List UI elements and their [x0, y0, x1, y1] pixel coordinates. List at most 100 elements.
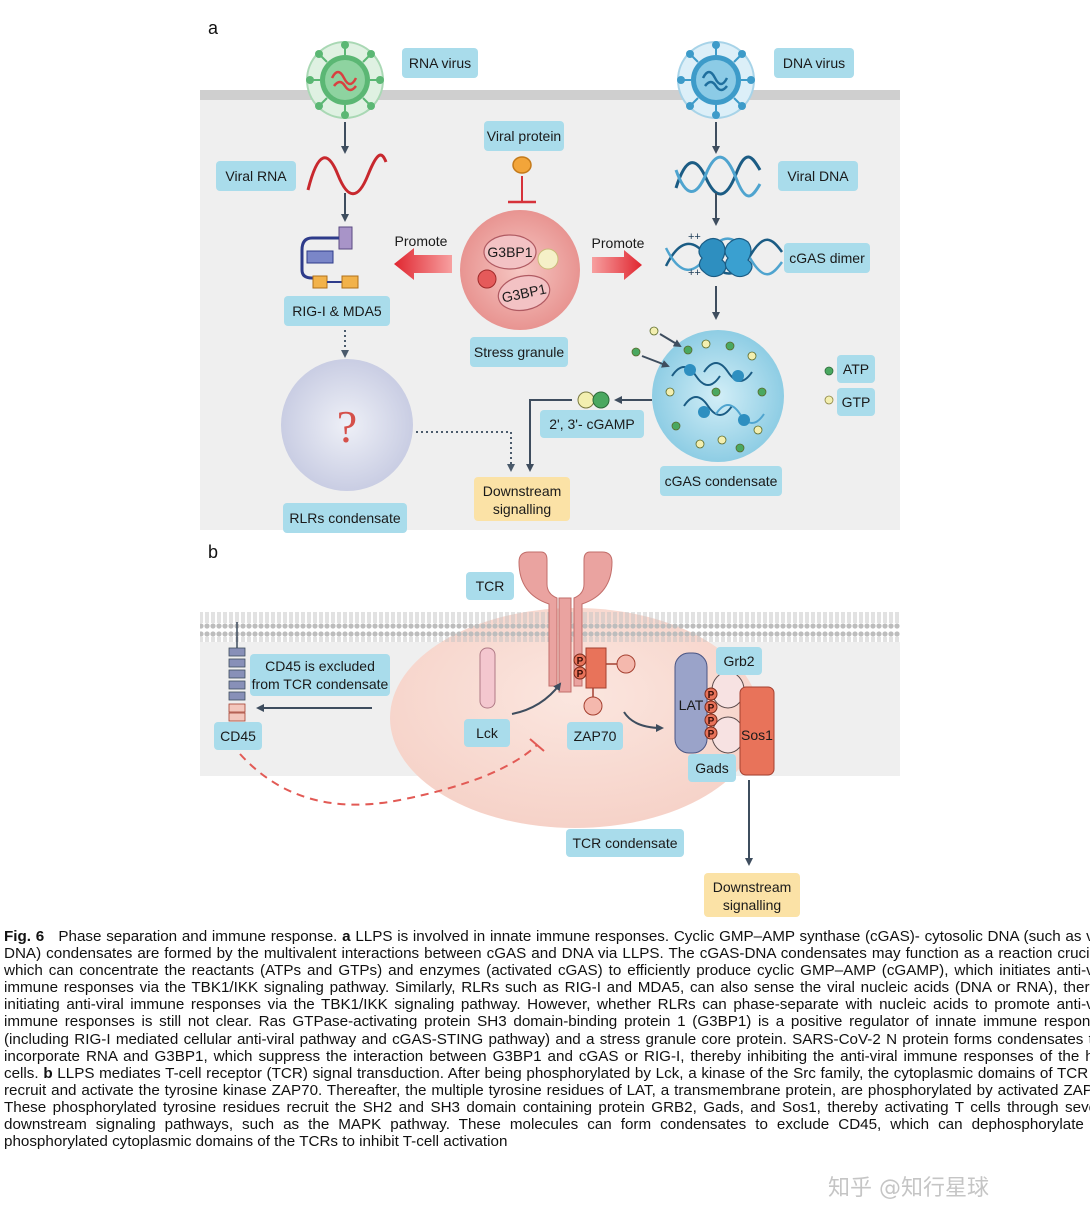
- rig-mda5-box: [284, 296, 390, 326]
- panel-a-letter: a: [208, 18, 219, 38]
- cd45-icon: [228, 622, 246, 722]
- grb2-label: Grb2: [723, 653, 754, 669]
- dna-virus-box: [774, 48, 854, 78]
- cd45-inhibit-bar: [529, 738, 545, 752]
- incoming-dots: [631, 326, 659, 357]
- caption-a-text: LLPS is involved in innate immune respon…: [4, 928, 1090, 1082]
- cgamp-label: 2', 3'- cGAMP: [549, 416, 634, 432]
- sos1-label: Sos1: [741, 727, 773, 743]
- sos1-icon: [739, 686, 775, 776]
- cgas-condensate-icon: [652, 330, 784, 462]
- grb2-box: [716, 647, 762, 675]
- viral-rna-icon: [306, 153, 388, 196]
- zap70-label: ZAP70: [574, 728, 617, 744]
- rna-virus-label: RNA virus: [409, 55, 471, 71]
- p-lat-3: P: [708, 716, 715, 727]
- cgas-condensate-contents: [671, 362, 765, 426]
- promote-arrow-left: [394, 248, 452, 280]
- cgas-dimer-label: cGAS dimer: [789, 250, 865, 266]
- cd45-excluded-box: [250, 654, 390, 696]
- tcr-condensate-label: TCR condensate: [572, 835, 677, 851]
- viral-dna-icon: [674, 155, 762, 198]
- p-lat-2: P: [708, 703, 715, 714]
- promote-arrow-right: [592, 250, 642, 280]
- viral-dna-box: [778, 161, 858, 191]
- cgamp-dot-1: [577, 391, 595, 409]
- p-lat-4: P: [708, 729, 715, 740]
- arrow-rlrs-to-downstream: [416, 431, 515, 472]
- arrow-lck-to-zap70: [511, 682, 562, 715]
- promote-right-label: Promote: [592, 235, 645, 251]
- tcr-icon: [518, 551, 613, 693]
- atp-label: ATP: [843, 361, 869, 377]
- atp-box: [837, 355, 875, 383]
- viral-protein-icon: [512, 156, 532, 174]
- lck-label: Lck: [476, 725, 499, 741]
- viral-protein-box: [484, 121, 564, 151]
- panel-b-letter: b: [208, 542, 218, 562]
- downstream-a-line1: Downstream: [483, 483, 562, 499]
- tcr-box: [466, 572, 514, 600]
- gads-label: Gads: [695, 760, 728, 776]
- rlrs-condensate-box: [283, 503, 407, 533]
- caption-b-text: LLPS mediates T-cell receptor (TCR) sign…: [4, 1064, 1090, 1151]
- plus-bottom: ++: [688, 267, 701, 279]
- cgas-dimer-box: [784, 243, 870, 273]
- lck-box: [464, 719, 510, 747]
- tcr-label: TCR: [476, 578, 505, 594]
- lat-label: LAT: [679, 697, 704, 713]
- cgamp-dot-2: [592, 391, 610, 409]
- gads-box: [688, 754, 736, 782]
- downstream-b-line1: Downstream: [713, 879, 792, 895]
- p-tcr-1: P: [577, 656, 584, 667]
- watermark: 知乎 @知行星球: [828, 1176, 989, 1201]
- g3bp1-top-label: G3BP1: [487, 244, 532, 260]
- promote-left-label: Promote: [395, 233, 448, 249]
- viral-protein-label: Viral protein: [487, 128, 561, 144]
- atp-dot-icon: [824, 366, 834, 376]
- viral-rna-box: [216, 161, 296, 191]
- arrow-zap70-to-lat: [623, 711, 664, 732]
- lck-icon: [479, 647, 496, 709]
- figure-6-diagram: a RNA virus: [200, 18, 900, 917]
- rlrs-condensate-icon: [281, 359, 413, 491]
- caption-a-label: a: [342, 928, 351, 945]
- downstream-a-line2: signalling: [493, 501, 551, 517]
- downstream-b-line2: signalling: [723, 897, 781, 913]
- g3bp1-top: [483, 234, 537, 270]
- rig-mda5-icon: [300, 226, 359, 289]
- sg-red-dot: [477, 269, 497, 289]
- cd45-inhibit-dashed: [239, 744, 538, 806]
- grb2-icon: [711, 671, 745, 709]
- gtp-box: [837, 388, 875, 416]
- rna-virus-icon: [306, 41, 384, 119]
- arrow-in-1: [659, 333, 682, 348]
- cgas-condensate-label: cGAS condensate: [665, 473, 778, 489]
- caption-b-label: b: [43, 1064, 53, 1082]
- cgas-dimer-icon: [664, 237, 784, 278]
- rna-virus-box: [402, 48, 478, 78]
- membrane-a: [200, 90, 900, 100]
- cd45-excluded-line1: CD45 is excluded: [265, 658, 375, 674]
- stress-granule-label: Stress granule: [474, 344, 564, 360]
- question-mark: ?: [337, 401, 357, 452]
- dna-virus-label: DNA virus: [783, 55, 845, 71]
- gtp-label: GTP: [842, 394, 871, 410]
- downstream-a-box: [474, 477, 570, 521]
- cgas-condensate-box: [660, 466, 782, 496]
- p-lat-1: P: [708, 690, 715, 701]
- cd45-excluded-line2: from TCR condensate: [252, 676, 389, 692]
- downstream-b-box: [704, 873, 800, 917]
- arrow-in-2: [641, 355, 670, 368]
- sg-yellow-dot: [537, 248, 559, 270]
- viral-dna-label: Viral DNA: [787, 168, 849, 184]
- caption-fig-label: Fig. 6: [4, 928, 45, 945]
- cd45-box: [214, 722, 262, 750]
- plus-top: ++: [688, 231, 701, 243]
- arrow-cgamp-to-downstream: [526, 399, 572, 472]
- zap70-icon: [583, 647, 636, 716]
- cgamp-box: [540, 410, 644, 438]
- cd45-label: CD45: [220, 728, 256, 744]
- tcr-phospho: P P: [573, 653, 587, 680]
- rig-mda5-label: RIG-I & MDA5: [292, 303, 382, 319]
